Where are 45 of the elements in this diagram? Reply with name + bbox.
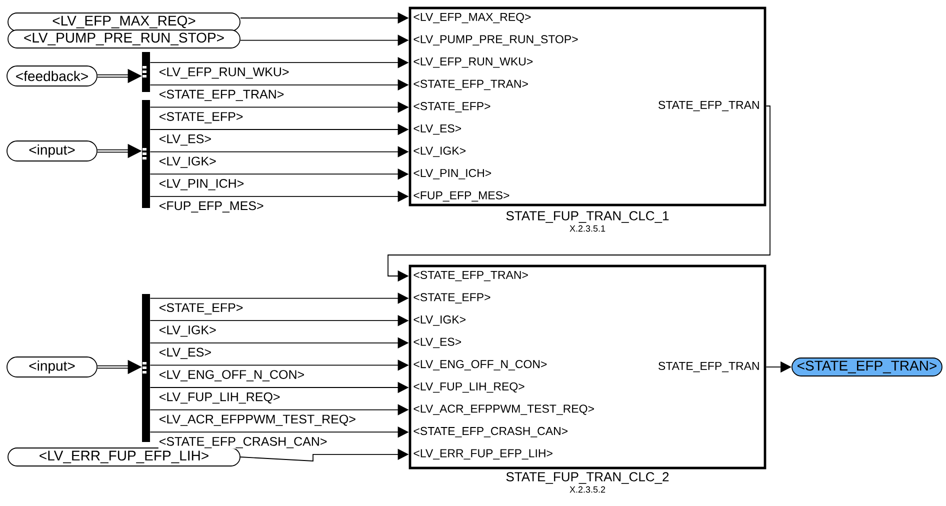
block-number: X.2.3.5.2 [570,486,606,493]
signal-label: <LV_ES> [160,348,211,359]
port-label: <STATE_EFP> [414,293,490,304]
signal-label: <LV_PIN_ICH> [160,179,244,190]
port-label: <LV_EFP_MAX_REQ> [414,12,531,24]
block-name: STATE_FUP_TRAN_CLC_1 [506,211,669,223]
block-number: X.2.3.5.1 [570,225,606,232]
port-label: <LV_FUP_LIH_REQ> [414,382,524,393]
signal-label: <LV_EFP_RUN_WKU> [160,68,289,79]
signal-label: <STATE_EFP> [160,303,243,314]
port-label: <LV_ACR_EFPPWM_TEST_REQ> [414,404,594,415]
port-label: <LV_ERR_FUP_EFP_LIH> [414,449,552,460]
port-label: <STATE_EFP_TRAN> [414,80,528,90]
port-label: <LV_ENG_OFF_N_CON> [414,360,547,370]
port-label: <LV_ES> [414,338,462,348]
port-label: <STATE_EFP> [414,102,490,112]
from-tag: <input> [6,356,98,378]
port-label: <LV_PIN_ICH> [414,168,492,180]
goto-tag: <STATE_EFP_TRAN> [792,358,942,376]
port-label: <LV_ES> [414,124,462,135]
signal-label: <LV_FUP_LIH_REQ> [160,392,280,404]
signal-label: <STATE_EFP> [160,112,243,124]
from-tag: <input> [6,140,98,162]
signal-label: <LV_IGK> [160,326,216,337]
port-label: <LV_EFP_RUN_WKU> [414,58,533,68]
bus-selector-bar [142,52,150,92]
from-tag: <LV_PUMP_PRE_RUN_STOP> [8,30,240,48]
signal-label: <LV_ES> [160,134,211,146]
from-tag: <LV_EFP_MAX_REQ> [8,12,240,32]
port-label: STATE_EFP_TRAN [658,100,759,112]
signal-label: <LV_ACR_EFPPWM_TEST_REQ> [160,414,356,426]
signal-label: <STATE_EFP_TRAN> [160,90,284,101]
port-label: STATE_EFP_TRAN [658,362,759,372]
port-label: <FUP_EFP_MES> [414,191,510,202]
signal-label: <LV_IGK> [160,156,216,168]
signal-label: <LV_ENG_OFF_N_CON> [160,370,304,382]
signal-label: <FUP_EFP_MES> [160,201,264,212]
signal-label: <STATE_EFP_CRASH_CAN> [160,437,327,448]
port-label: <STATE_EFP_CRASH_CAN> [414,426,568,438]
port-label: <LV_IGK> [414,315,466,326]
from-tag: <feedback> [6,66,98,86]
port-label: <LV_IGK> [414,146,466,157]
block-name: STATE_FUP_TRAN_CLC_2 [506,472,669,484]
port-label: <STATE_EFP_TRAN> [414,270,528,282]
port-label: <LV_PUMP_PRE_RUN_STOP> [414,35,578,46]
